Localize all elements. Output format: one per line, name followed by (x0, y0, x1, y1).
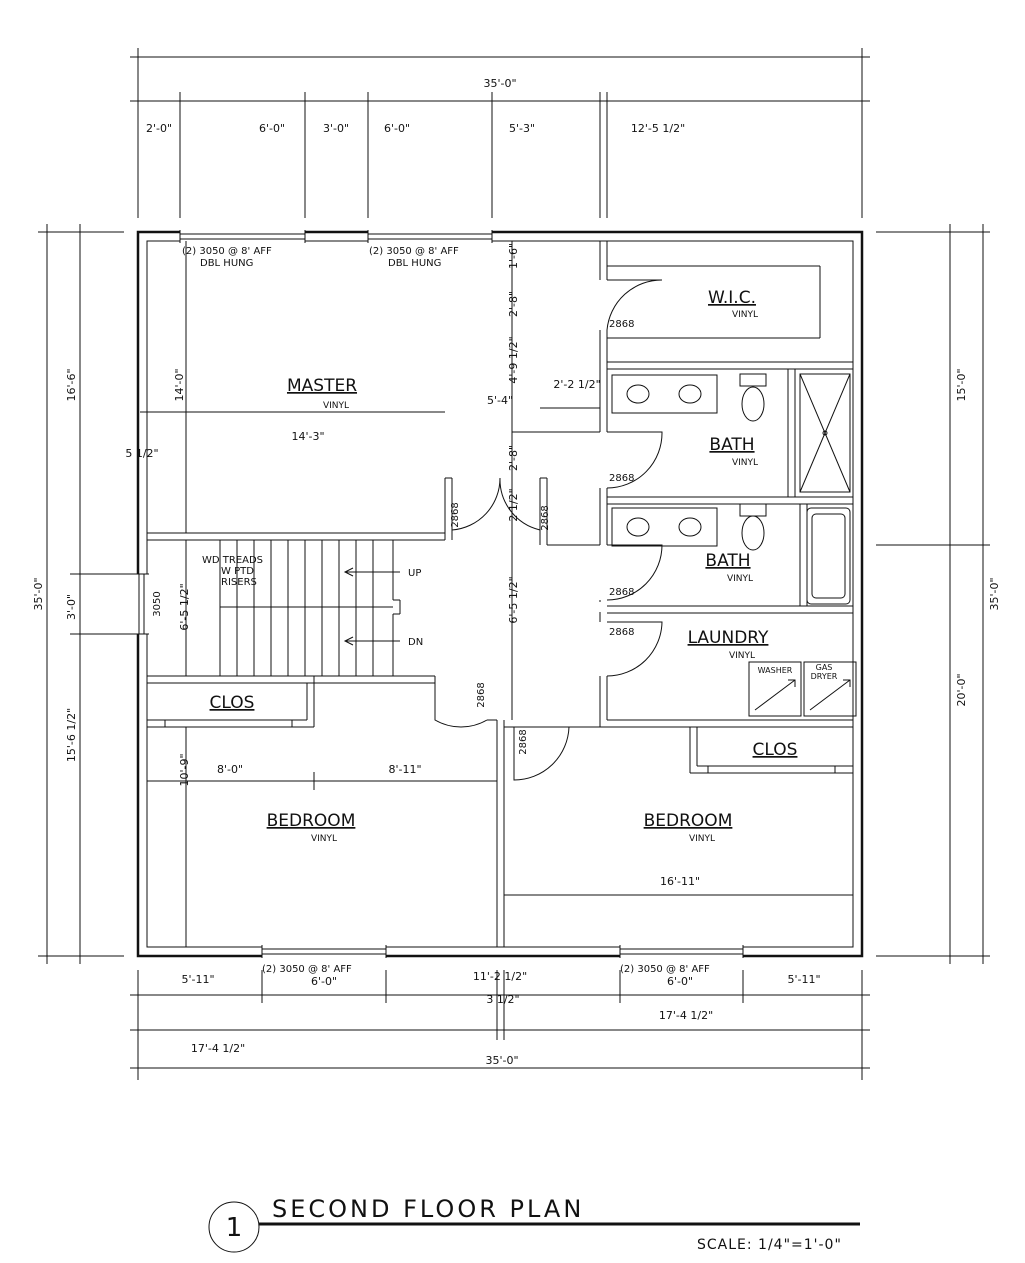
dim-bottom-overall: 35'-0" (485, 1054, 518, 1067)
stair-down-label: DN (408, 637, 423, 648)
room-label-bath2: BATH (705, 551, 750, 571)
dim-top-a: 2'-0" (146, 122, 172, 135)
dim-left-b: 3'-0" (65, 594, 78, 620)
plumbing-fixtures (611, 373, 857, 717)
dimension-lines (38, 48, 990, 1080)
dim-top-f: 12'-5 1/2" (631, 122, 685, 135)
interior-walls (147, 241, 853, 947)
dim-hall-4: 2'-8" (507, 445, 520, 471)
door-tag-bath1: 2868 (609, 473, 634, 484)
door-tag-hall: 2868 (540, 505, 551, 530)
room-label-clos1: CLOS (210, 693, 255, 713)
finish-label-bath1: VINYL (732, 458, 758, 468)
dim-left-d: 5 1/2" (125, 447, 158, 460)
room-label-clos2: CLOS (753, 740, 798, 760)
window-type-top-left: DBL HUNG (200, 258, 253, 269)
dim-top-overall: 35'-0" (483, 77, 516, 90)
window-note-top-left: (2) 3050 @ 8' AFF (182, 246, 272, 257)
dim-hall-2: 2'-8" (507, 291, 520, 317)
drawing-number: 1 (226, 1213, 243, 1243)
stair-note-1: WD TREADS (202, 555, 263, 566)
finish-label-master: VINYL (323, 401, 349, 411)
gas-label: GAS (816, 663, 833, 672)
room-label-bedroom2: BEDROOM (644, 811, 733, 831)
dim-bottom-a: 5'-11" (181, 973, 214, 986)
room-label-master: MASTER (287, 376, 357, 396)
dim-hall-1: 1'-6" (507, 243, 520, 269)
dim-hall-6: 6'-5 1/2" (507, 576, 520, 623)
dim-top-c: 3'-0" (323, 122, 349, 135)
dim-bottom-f: 3 1/2" (486, 993, 519, 1006)
dim-right-a: 15'-0" (955, 368, 968, 401)
drawing-scale: SCALE: 1/4"=1'-0" (697, 1237, 842, 1253)
finish-label-bedroom1: VINYL (311, 834, 337, 844)
dim-bed2-width: 16'-11" (660, 875, 700, 888)
exterior-walls (136, 230, 864, 958)
dim-bed1-width-a: 8'-0" (217, 763, 243, 776)
door-tag-master: 2868 (450, 502, 461, 527)
dim-hall-7: 2'-2 1/2" (553, 378, 600, 391)
dim-left-c: 15'-6 1/2" (65, 708, 78, 762)
window-type-top-right: DBL HUNG (388, 258, 441, 269)
door-tag-bath2: 2868 (609, 587, 634, 598)
room-label-laundry: LAUNDRY (688, 628, 769, 648)
stair-note-2: W PTD (221, 566, 254, 577)
room-label-bath1: BATH (709, 435, 754, 455)
finish-label-bedroom2: VINYL (689, 834, 715, 844)
dim-right-overall: 35'-0" (988, 577, 1001, 610)
dim-top-e: 5'-3" (509, 122, 535, 135)
room-label-wic: W.I.C. (708, 288, 756, 308)
dryer-label: DRYER (811, 672, 838, 681)
dim-hall-5: 2 1/2" (507, 488, 520, 521)
dim-top-b: 6'-0" (259, 122, 285, 135)
title-block (208, 1201, 860, 1253)
room-label-bedroom1: BEDROOM (267, 811, 356, 831)
dim-right-b: 20'-0" (955, 673, 968, 706)
dim-stair-height: 6'-5 1/2" (178, 583, 191, 630)
stair-note-3: RISERS (221, 577, 257, 588)
finish-label-bath2: VINYL (727, 574, 753, 584)
finish-label-laundry: VINYL (729, 651, 755, 661)
dim-master-height: 14'-0" (173, 368, 186, 401)
dim-bottom-d: 6'-0" (667, 975, 693, 988)
dim-hall-3: 4'-9 1/2" (507, 336, 520, 383)
door-tag-laundry: 2868 (609, 627, 634, 638)
dim-bottom-g: 17'-4 1/2" (659, 1009, 713, 1022)
door-swings (434, 279, 663, 781)
finish-label-wic: VINYL (732, 310, 758, 320)
dim-master-width: 14'-3" (291, 430, 324, 443)
dim-bed1-width-b: 8'-11" (388, 763, 421, 776)
dim-bed1-height: 10'-9" (178, 753, 191, 786)
dim-bottom-c: 11'-2 1/2" (473, 970, 527, 983)
window-note-bottom-right: (2) 3050 @ 8' AFF (620, 964, 710, 975)
dim-bottom-e: 5'-11" (787, 973, 820, 986)
door-tag-bed1: 2868 (476, 682, 487, 707)
window-note-side: 3050 (152, 591, 163, 616)
washer-label: WASHER (758, 666, 793, 675)
window-note-bottom-left: (2) 3050 @ 8' AFF (262, 964, 352, 975)
drawing-title: SECOND FLOOR PLAN (272, 1195, 584, 1223)
dim-left-overall: 35'-0" (32, 577, 45, 610)
dim-bottom-b: 6'-0" (311, 975, 337, 988)
windows (135, 229, 744, 959)
door-tag-wic: 2868 (609, 319, 634, 330)
window-note-top-right: (2) 3050 @ 8' AFF (369, 246, 459, 257)
door-tag-bed2: 2868 (518, 729, 529, 754)
dim-left-a: 16'-6" (65, 368, 78, 401)
stair-treads (220, 540, 400, 676)
dim-hall-8: 5'-4" (487, 394, 513, 407)
dim-top-d: 6'-0" (384, 122, 410, 135)
stair-up-label: UP (408, 568, 421, 579)
dim-bottom-h: 17'-4 1/2" (191, 1042, 245, 1055)
